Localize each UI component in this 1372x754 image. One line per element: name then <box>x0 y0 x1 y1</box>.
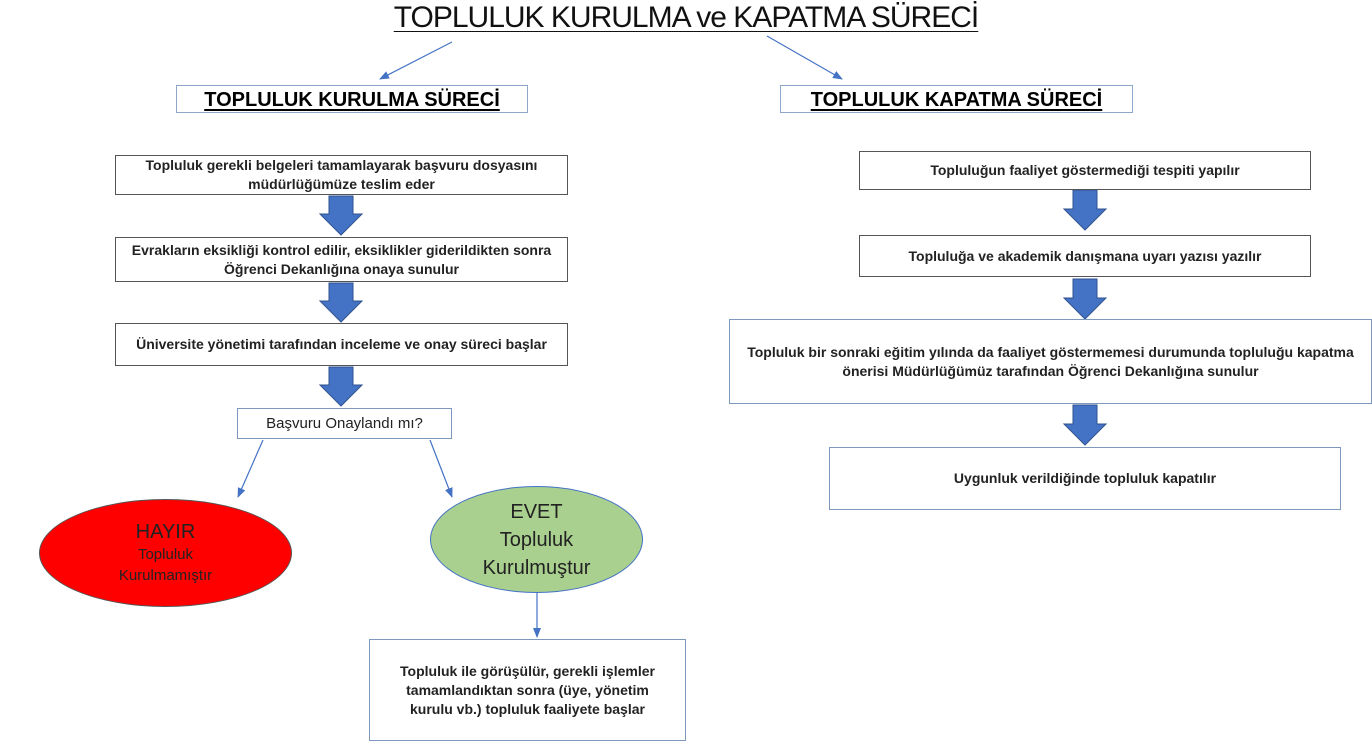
title-to-right-connector <box>766 35 843 80</box>
down-arrow-right-2 <box>1062 278 1108 320</box>
yes-line-1: Topluluk <box>499 528 574 551</box>
left-step-2: Evrakların eksikliği kontrol edilir, eks… <box>115 237 568 282</box>
yes-label: EVET <box>510 500 563 523</box>
no-line-1: Topluluk <box>137 546 194 563</box>
down-arrow-right-3 <box>1062 404 1108 446</box>
left-step-1: Topluluk gerekli belgeleri tamamlayarak … <box>115 155 568 195</box>
title-to-left-connector <box>379 41 453 80</box>
right-step-1: Topluluğun faaliyet göstermediği tespiti… <box>859 151 1311 190</box>
yes-ellipse: EVET Topluluk Kurulmuştur <box>430 486 643 593</box>
right-step-3: Topluluk bir sonraki eğitim yılında da f… <box>729 319 1372 404</box>
no-label: HAYIR <box>135 521 196 543</box>
diagram-title: TOPLULUK KURULMA ve KAPATMA SÜRECİ <box>393 1 980 34</box>
no-line-2: Kurulmamıştır <box>118 567 213 584</box>
question-to-yes-connector <box>429 439 453 498</box>
right-step-2: Topluluğa ve akademik danışmana uyarı ya… <box>859 235 1311 277</box>
down-arrow-right-1 <box>1062 189 1108 231</box>
no-ellipse: HAYIR Topluluk Kurulmamıştır <box>39 499 292 607</box>
left-final-step: Topluluk ile görüşülür, gerekli işlemler… <box>369 639 686 741</box>
question-to-no-connector <box>237 439 264 498</box>
right-heading: TOPLULUK KAPATMA SÜRECİ <box>780 85 1133 113</box>
yes-line-2: Kurulmuştur <box>482 556 591 579</box>
down-arrow-left-3 <box>318 366 364 407</box>
left-heading: TOPLULUK KURULMA SÜRECİ <box>176 85 528 113</box>
down-arrow-left-1 <box>318 195 364 236</box>
down-arrow-left-2 <box>318 282 364 323</box>
left-step-3: Üniversite yönetimi tarafından inceleme … <box>115 323 568 366</box>
right-step-4: Uygunluk verildiğinde topluluk kapatılır <box>829 447 1341 510</box>
question-box: Başvuru Onaylandı mı? <box>237 408 452 439</box>
